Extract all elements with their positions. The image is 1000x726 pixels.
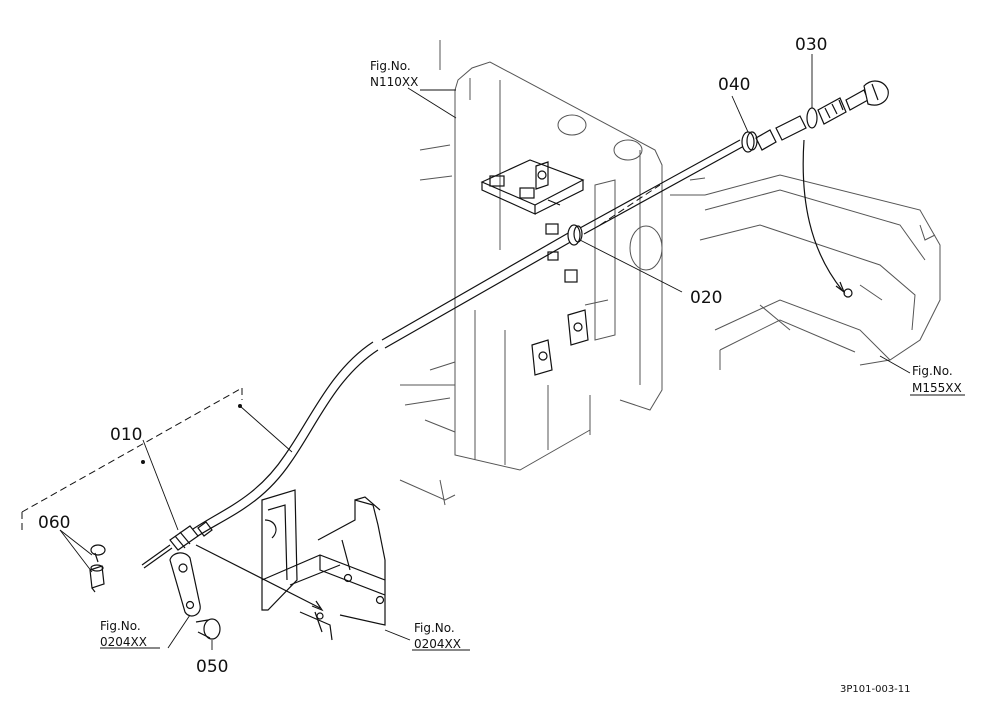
knob-assembly-030 [775, 80, 889, 141]
panel-nuts [545, 223, 578, 283]
throttle-cable [186, 139, 745, 542]
cable-end-fitting [141, 521, 213, 569]
grommet-020 [567, 224, 583, 246]
fig-ref-label: Fig.No. [100, 619, 141, 633]
fig-ref-number: 0204XX [414, 637, 461, 651]
assembly-arrow-lines [195, 139, 846, 612]
part-number-040: 040 [718, 75, 750, 95]
group-boundary-dashed [21, 387, 243, 530]
fig-ref-n110xx: Fig.No. N110XX [370, 59, 418, 89]
fig-ref-number: 0204XX [100, 635, 147, 649]
switch-bracket [480, 159, 585, 215]
drawing-code: 3P101-003-11 [840, 684, 911, 695]
right-housing-outline [670, 174, 941, 370]
part-number-050: 050 [196, 657, 228, 677]
cable-hidden-section [599, 184, 661, 226]
part-number-030: 030 [795, 35, 827, 55]
pin-050 [195, 618, 221, 640]
reference-dot [141, 460, 145, 464]
nut-040 [741, 129, 777, 153]
fig-ref-number: N110XX [370, 75, 418, 89]
fig-ref-label: Fig.No. [414, 621, 455, 635]
bolt-060 [89, 544, 106, 593]
part-number-010: 010 [110, 425, 142, 445]
lever-plate [169, 552, 201, 617]
leader-lines [59, 54, 965, 651]
part-number-020: 020 [690, 288, 722, 308]
fig-ref-label: Fig.No. [370, 59, 411, 73]
lower-mounting-bracket [261, 489, 386, 641]
dashboard-panel-outline [399, 40, 663, 506]
fig-ref-0204xx-left: Fig.No. 0204XX [100, 619, 147, 649]
fig-ref-number: M155XX [912, 381, 962, 395]
mount-tabs [531, 309, 589, 376]
part-number-060: 060 [38, 513, 70, 533]
fig-ref-0204xx-right: Fig.No. 0204XX [414, 621, 461, 651]
fig-ref-m155xx: Fig.No. M155XX [912, 364, 962, 395]
fig-ref-label: Fig.No. [912, 364, 953, 378]
